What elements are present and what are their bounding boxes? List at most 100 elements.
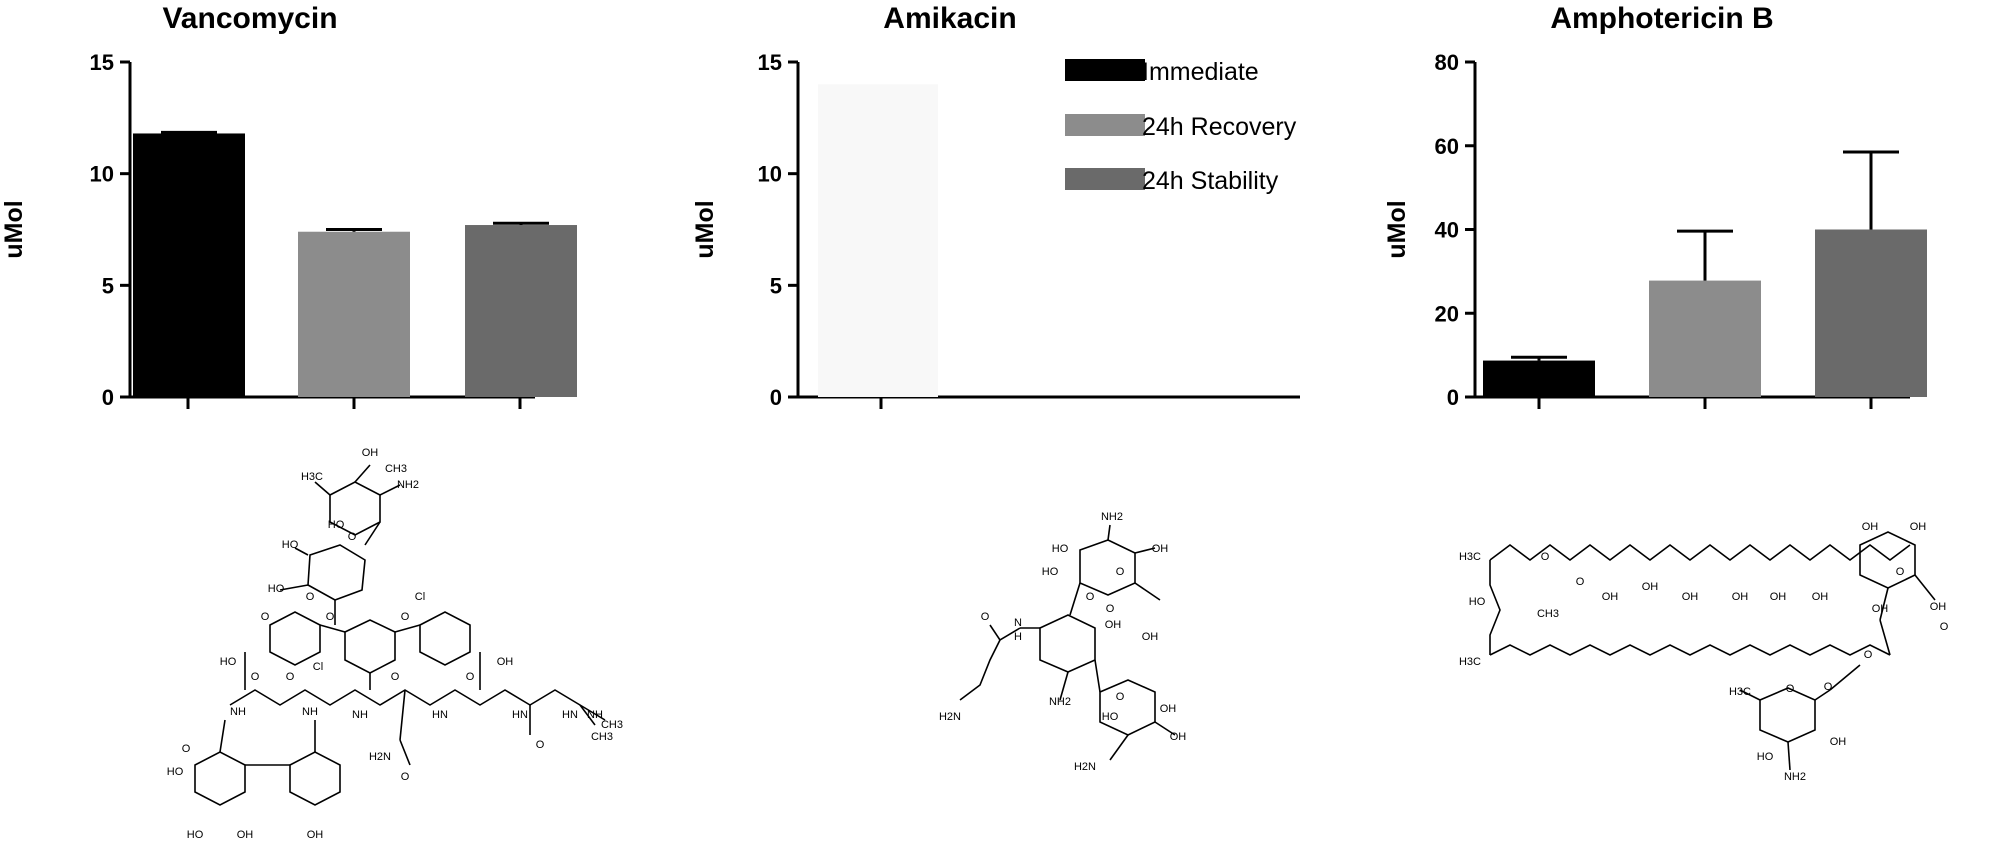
atom-label: OH bbox=[1910, 521, 1927, 533]
y-tick-label: 0 bbox=[1447, 385, 1459, 410]
y-tick-label: 10 bbox=[90, 162, 114, 187]
atom-label: O bbox=[1940, 621, 1949, 633]
panel-amikacin: Amikacin uMol 0 5 10 15 bbox=[691, 2, 1300, 410]
bar-24h-stability bbox=[1815, 229, 1927, 397]
y-tick-label: 10 bbox=[758, 162, 782, 187]
panel-vancomycin: Vancomycin uMol 0 5 10 15 bbox=[0, 2, 577, 410]
atom-label: O bbox=[1116, 691, 1125, 703]
atom-label: N bbox=[1014, 617, 1022, 629]
atom-label: HO bbox=[220, 656, 237, 668]
y-tick-label: 0 bbox=[770, 385, 782, 410]
atom-label: O bbox=[348, 531, 357, 543]
atom-label: HO bbox=[1469, 596, 1486, 608]
atom-label: O bbox=[1106, 603, 1115, 615]
atom-label: CH3 bbox=[385, 463, 407, 475]
atom-label: OH bbox=[1602, 591, 1619, 603]
y-tick-label: 40 bbox=[1435, 218, 1459, 243]
atom-label: OH bbox=[1170, 731, 1187, 743]
atom-label: O bbox=[1086, 591, 1095, 603]
y-axis-label: uMol bbox=[691, 200, 719, 258]
y-tick-label: 0 bbox=[102, 385, 114, 410]
atom-label: OH bbox=[1160, 703, 1177, 715]
bar-24h-recovery bbox=[298, 231, 410, 397]
atom-label: O bbox=[1116, 566, 1125, 578]
y-tick-label: 15 bbox=[758, 50, 782, 75]
atom-label: OH bbox=[1105, 619, 1122, 631]
bar-24h-recovery bbox=[1649, 280, 1761, 397]
atom-label: CH3 bbox=[601, 719, 623, 731]
atom-label: OH bbox=[1872, 603, 1889, 615]
atom-label: HO bbox=[187, 829, 204, 841]
atom-label: OH bbox=[1770, 591, 1787, 603]
atom-label: NH bbox=[230, 706, 246, 718]
atom-label: H2N bbox=[369, 751, 391, 763]
atom-label: O bbox=[1896, 566, 1905, 578]
atom-label: OH bbox=[307, 829, 324, 841]
atom-label: HN bbox=[562, 709, 578, 721]
atom-label: O bbox=[182, 743, 191, 755]
y-tick-label: 5 bbox=[770, 273, 782, 298]
atom-label: HO bbox=[167, 766, 184, 778]
bar-immediate bbox=[818, 84, 938, 397]
atom-label: HO bbox=[1042, 566, 1059, 578]
atom-label: Cl bbox=[415, 591, 425, 603]
bar-immediate bbox=[133, 133, 245, 397]
y-axis-label: uMol bbox=[1383, 200, 1411, 258]
atom-label: H3C bbox=[1729, 686, 1751, 698]
atom-label: OH bbox=[1642, 581, 1659, 593]
atom-label: O bbox=[306, 591, 315, 603]
atom-label: HO bbox=[328, 519, 345, 531]
atom-label: O bbox=[1541, 551, 1550, 563]
legend-label: 24h Recovery bbox=[1142, 113, 1297, 141]
atom-label: CH3 bbox=[591, 731, 613, 743]
atom-label: H3C bbox=[301, 471, 323, 483]
legend-swatch bbox=[1065, 59, 1145, 81]
atom-label: NH bbox=[352, 709, 368, 721]
y-tick-label: 15 bbox=[90, 50, 114, 75]
atom-label: O bbox=[286, 671, 295, 683]
atom-label: HO bbox=[1102, 711, 1119, 723]
y-tick-label: 5 bbox=[102, 273, 114, 298]
chart-title: Amphotericin B bbox=[1550, 2, 1773, 35]
atom-label: NH bbox=[587, 709, 603, 721]
atom-label: CH3 bbox=[1537, 608, 1559, 620]
atom-label: HO bbox=[1757, 751, 1774, 763]
atom-label: HO bbox=[1052, 543, 1069, 555]
atom-label: OH bbox=[1142, 631, 1159, 643]
bar-immediate bbox=[1483, 360, 1595, 397]
atom-label: OH bbox=[497, 656, 514, 668]
atom-label: NH bbox=[302, 706, 318, 718]
atom-label: O bbox=[1576, 576, 1585, 588]
atom-label: O bbox=[981, 611, 990, 623]
atom-label: O bbox=[261, 611, 270, 623]
legend-label: 24h Stability bbox=[1142, 167, 1279, 195]
atom-label: O bbox=[401, 771, 410, 783]
chart-title: Amikacin bbox=[883, 2, 1016, 35]
atom-label: O bbox=[1786, 683, 1795, 695]
atom-label: O bbox=[401, 611, 410, 623]
y-axis-label: uMol bbox=[0, 200, 28, 258]
atom-label: O bbox=[326, 611, 335, 623]
atom-label: OH bbox=[1732, 591, 1749, 603]
atom-label: OH bbox=[237, 829, 254, 841]
atom-label: NH2 bbox=[1101, 511, 1123, 523]
atom-label: HN bbox=[512, 709, 528, 721]
legend-label: Immediate bbox=[1142, 58, 1259, 86]
atom-label: O bbox=[466, 671, 475, 683]
atom-label: OH bbox=[1682, 591, 1699, 603]
atom-label: O bbox=[1864, 649, 1873, 661]
atom-label: OH bbox=[1152, 543, 1169, 555]
atom-label: OH bbox=[362, 447, 379, 459]
atom-label: H3C bbox=[1459, 656, 1481, 668]
atom-label: OH bbox=[1812, 591, 1829, 603]
atom-label: HO bbox=[282, 539, 299, 551]
atom-label: NH2 bbox=[397, 479, 419, 491]
legend-swatch bbox=[1065, 168, 1145, 190]
atom-label: O bbox=[251, 671, 260, 683]
y-tick-label: 60 bbox=[1435, 134, 1459, 159]
chart-title: Vancomycin bbox=[162, 2, 337, 35]
